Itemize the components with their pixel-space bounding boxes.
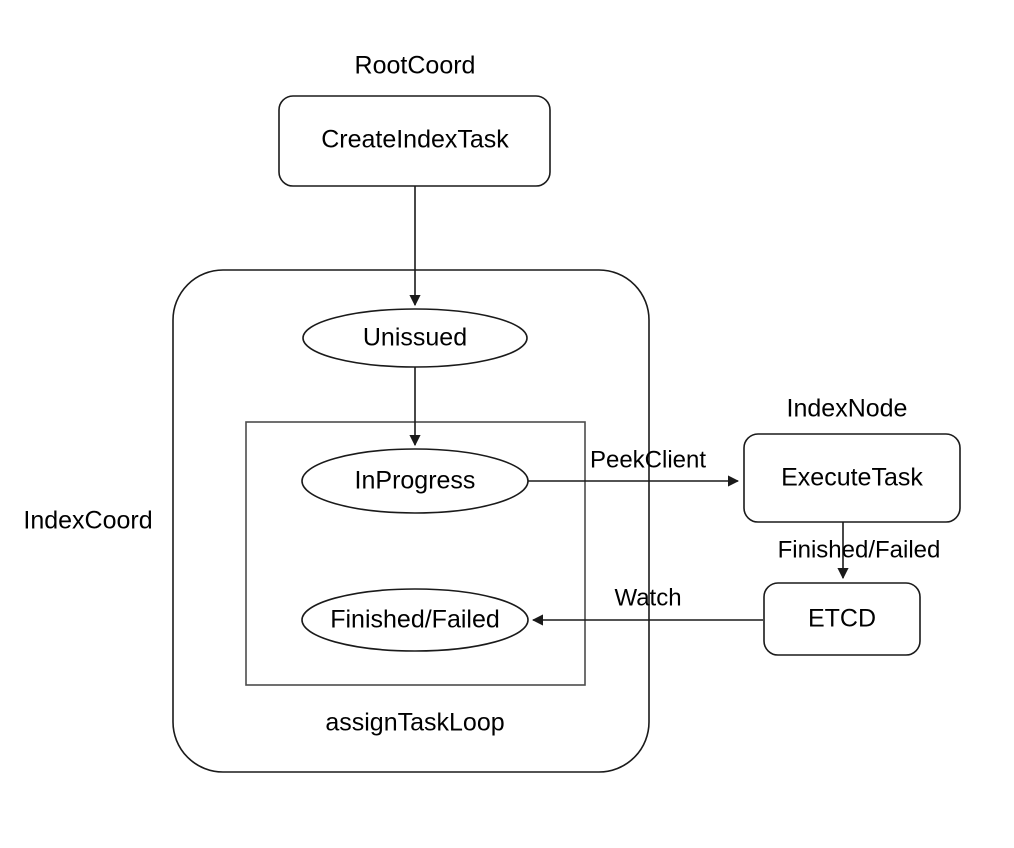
node-etcd-label: ETCD [808, 605, 876, 633]
group-label-rootcoord: RootCoord [355, 52, 476, 80]
node-create-index-task-shape[interactable] [278, 95, 551, 187]
node-in-progress-label: InProgress [355, 467, 476, 495]
group-indexcoord-container [172, 269, 650, 773]
node-unissued-label: Unissued [363, 324, 467, 352]
group-label-indexnode: IndexNode [787, 395, 908, 423]
edge-label-finished-failed: Finished/Failed [778, 536, 941, 563]
node-etcd-shape[interactable] [763, 582, 921, 656]
node-create-index-task-label: CreateIndexTask [321, 126, 509, 154]
node-in-progress-shape[interactable] [301, 448, 529, 514]
node-finished-failed-state-label: Finished/Failed [330, 606, 500, 634]
node-finished-failed-state-shape[interactable] [301, 588, 529, 652]
group-label-indexcoord: IndexCoord [23, 507, 152, 535]
edge-label-watch: Watch [614, 584, 681, 611]
node-execute-task-label: ExecuteTask [781, 464, 923, 492]
node-execute-task-shape[interactable] [743, 433, 961, 523]
group-label-assigntaskloop: assignTaskLoop [325, 709, 504, 737]
edge-label-peekclient: PeekClient [590, 446, 706, 473]
node-unissued-shape[interactable] [302, 308, 528, 368]
